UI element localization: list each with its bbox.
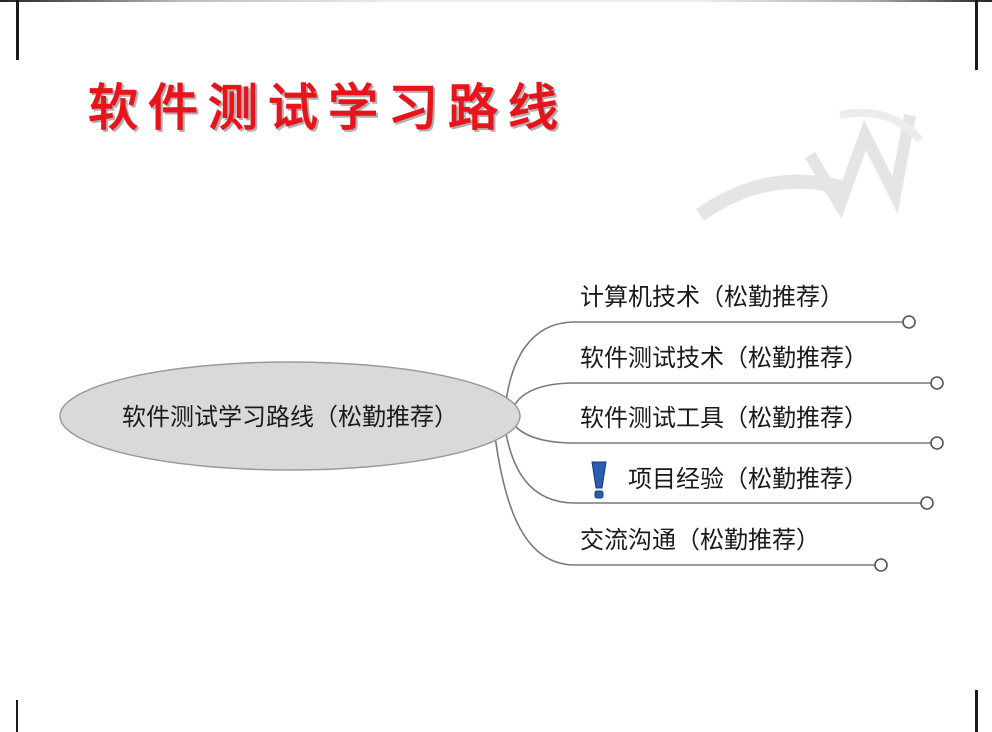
branch-end-node-2 [930, 376, 944, 390]
branch-label-computer-tech: 计算机技术（松勤推荐） [580, 283, 844, 311]
connector-4 [504, 427, 921, 504]
connector-5 [494, 435, 875, 566]
watermark-logo-icon [695, 108, 924, 221]
branch-label-project-experience: 项目经验（松勤推荐） [628, 465, 868, 493]
branch-label-testing-tools: 软件测试工具（松勤推荐） [580, 404, 868, 432]
branch-end-node-3 [930, 436, 944, 450]
central-topic [59, 361, 521, 471]
branch-end-node-5 [874, 558, 888, 572]
slide-frame-top [0, 0, 992, 2]
connector-1 [504, 321, 903, 411]
branch-label-testing-tech: 软件测试技术（松勤推荐） [580, 344, 868, 372]
branch-end-node-1 [902, 315, 916, 329]
branch-end-node-4 [920, 496, 934, 510]
branch-label-communication: 交流沟通（松勤推荐） [580, 526, 820, 554]
slide-title: 软件测试学习路线 [88, 78, 568, 137]
slide-frame-right [975, 0, 978, 70]
slide-frame-bottom-right [975, 690, 978, 732]
central-topic-label: 软件测试学习路线（松勤推荐） [122, 403, 458, 431]
exclamation-icon [591, 461, 607, 499]
slide-frame-left [16, 0, 19, 60]
slide-frame-bottom-left [16, 700, 18, 732]
